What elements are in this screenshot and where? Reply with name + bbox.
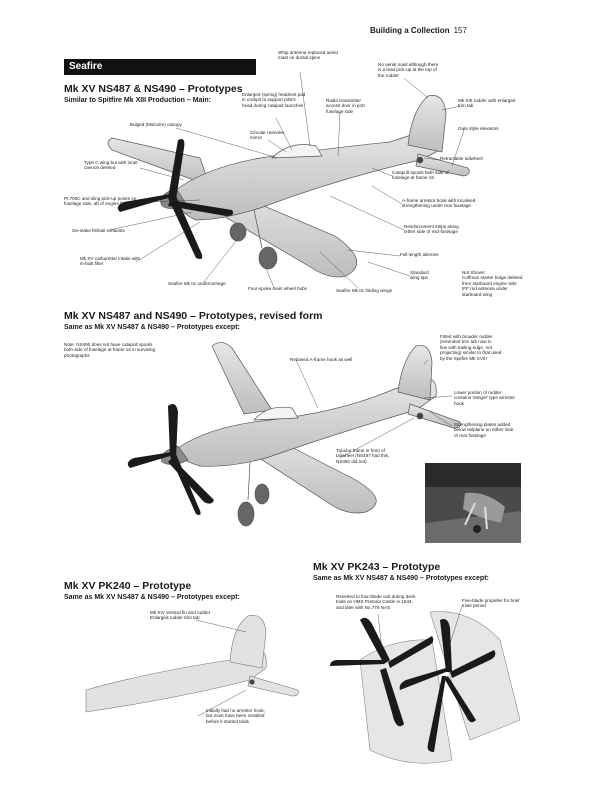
label-undercarriage: Seafire Mk IIc undercarriage: [168, 281, 226, 286]
leader-lines-1: [109, 71, 465, 289]
label-standard-wingtips: Standard wing tips: [410, 270, 429, 281]
label-no-arrestor-hook: Initially had no arrestor hook, but must…: [206, 708, 265, 724]
label-mk13-rudder: Mk XIII rudder with enlarged trim tab: [458, 98, 516, 109]
label-a-frame-hook: A-frame arrestor hook with localised str…: [402, 198, 476, 209]
section3-subtitle: Same as Mk XV NS487 & NS490 – Prototypes…: [64, 594, 240, 601]
label-ns490-note: Note: NS490 does not have catapult spool…: [64, 342, 156, 358]
label-carburettor-intake: Mk XV carburettor intake with in-built f…: [80, 256, 140, 267]
label-gate-elevators: Gate style elevators: [458, 126, 499, 131]
propeller-1: [117, 139, 234, 259]
running-title: Building a Collection: [370, 26, 450, 35]
label-retractable-tailwheel: Retractable tailwheel: [440, 156, 483, 161]
label-sling-pickup: Pt.700C and sling pick-up points on fuse…: [64, 196, 137, 207]
label-folding-wings: Seafire Mk IIc folding wings: [336, 288, 392, 293]
section3-title: Mk XV PK240 – Prototype: [64, 580, 192, 592]
leader-lines-4: [377, 605, 463, 651]
label-headrest: Enlarged (spring) headrest pad in cockpi…: [242, 92, 306, 108]
label-whip-antenna: Whip antenna replaced aerial mast on dor…: [278, 50, 338, 61]
photo-content: [425, 463, 521, 543]
leader-lines-2: [295, 359, 453, 459]
label-bulged-canopy: Bulged (Malcolm) canopy: [130, 122, 182, 127]
label-reinforcement-strips: Reinforcement strips along either side o…: [404, 224, 459, 235]
label-rearview-mirror: Circular rearview mirror: [250, 130, 285, 141]
photo-inset: [425, 463, 521, 543]
label-not-shown: Not Shown: Coffman starter bulge deleted…: [462, 270, 523, 297]
seafire-illustration-1: [107, 95, 470, 278]
propeller-4b: [399, 619, 496, 752]
label-type-c-wing: Type C wing but with inner cannon delete…: [84, 160, 138, 171]
label-wheel-hubs: Four-spoke main wheel hubs: [248, 286, 307, 291]
leader-lines-3: [195, 619, 247, 717]
label-five-blade: Five-blade propeller for brief trials pe…: [462, 598, 520, 609]
label-tubular-frame: Tubular frame in front of tailwheel (NS4…: [336, 448, 390, 464]
seafire-illustration-3: [85, 615, 299, 713]
label-radio-door: Radio transmitter access door in port fu…: [326, 98, 365, 114]
section-banner: Seafire: [64, 59, 256, 75]
label-no-aerial-mast: No aerial mast although there is a lead …: [378, 62, 439, 78]
section4-title: Mk XV PK243 – Prototype: [313, 561, 441, 573]
label-strengthening-plates: Strengthening plates added below tailpla…: [454, 422, 514, 438]
propeller-2: [127, 404, 214, 515]
label-catapult-spools: Catapult spools both side of fuselage at…: [392, 170, 449, 181]
label-four-blade: Reverted to four-blade unit during deck …: [336, 594, 416, 610]
section1-subtitle: Similar to Spitfire Mk XIII Production –…: [64, 97, 212, 104]
label-retained-hook: Retained A-frame hook as well: [290, 357, 353, 362]
section2-title: Mk XV NS487 and NS490 – Prototypes, revi…: [64, 310, 323, 322]
page-number: 157: [453, 26, 467, 35]
section1-title: Mk XV NS487 & NS490 – Prototypes: [64, 83, 243, 95]
propeller-4a: [330, 617, 434, 727]
label-stinger-hook: Lower portion of rudder contains 'stinge…: [454, 390, 515, 406]
seafire-illustration-2: [161, 342, 461, 527]
label-fishtail-exhausts: Six-stake fishtail exhausts: [72, 228, 125, 233]
label-mk14-fin: Mk XIV vertical fin and rudder Enlarged …: [150, 610, 211, 621]
label-broader-rudder: Fitted with broader rudder (extended tri…: [440, 334, 502, 361]
label-full-ailerons: Full length ailerons: [400, 252, 439, 257]
section4-subtitle: Same as Mk XV NS487 & NS490 – Prototypes…: [313, 575, 489, 582]
section2-subtitle: Same as Mk XV NS487 & NS490 – Prototypes…: [64, 324, 240, 331]
